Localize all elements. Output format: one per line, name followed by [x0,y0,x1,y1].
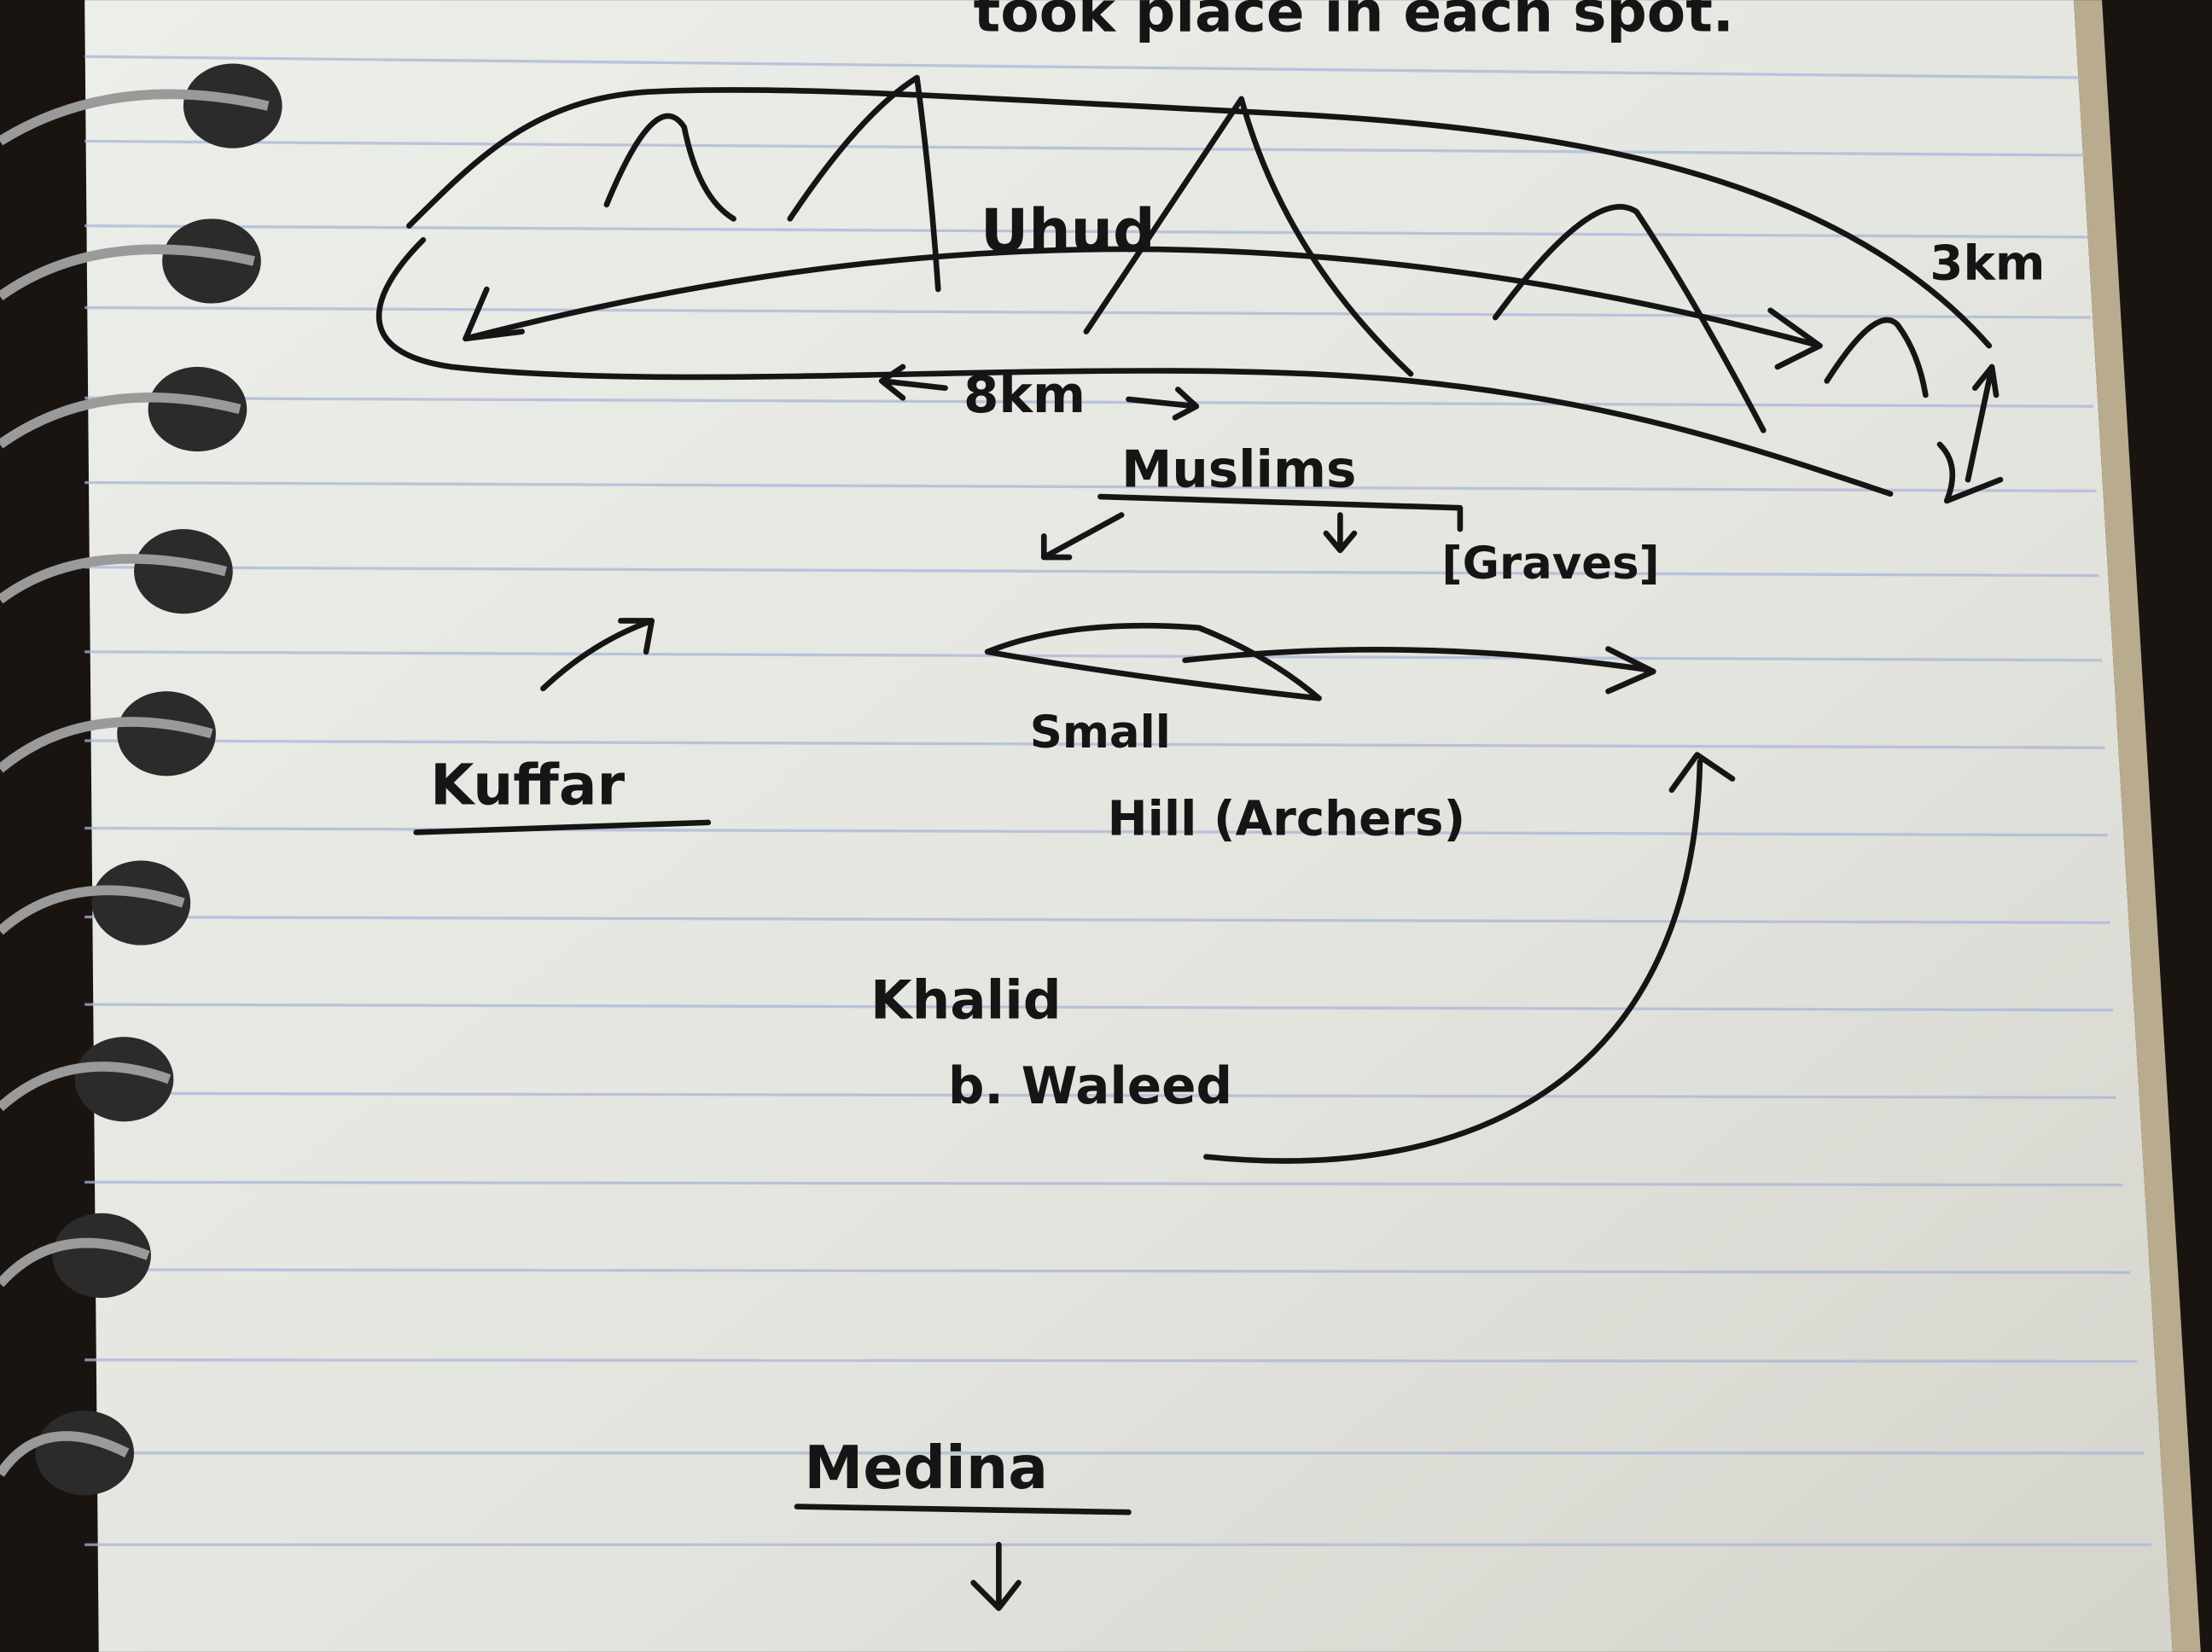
width-arrow [463,246,1823,370]
label-8km: 8km [963,366,1086,425]
label-graves: [Graves] [1441,538,1659,590]
kuffar-underline [413,819,712,835]
kuffar-arrow [540,618,655,692]
8km-arrows [878,364,1200,421]
small-hill [984,622,1656,701]
label-small: Small [1030,707,1171,759]
south-arrow [970,1541,1022,1611]
muslims-markers [1040,493,1464,561]
label-hill-archers: Hill (Archers) [1108,792,1466,847]
medina-underline [794,1504,1132,1515]
label-kuffar: Kuffar [430,752,625,817]
label-3km: 3km [1930,236,2045,291]
label-khalid: Khalid [870,969,1062,1032]
spiral-binding [0,63,282,1496]
header-text: took place in each spot. [974,0,1734,45]
uhud-mountain-range [375,74,1993,497]
ruled-lines [84,55,2151,1546]
label-uhud: Uhud [981,197,1155,265]
page-edge [2074,0,2201,1652]
notebook-page [84,0,2173,1652]
3km-arrow [1936,364,2004,504]
label-medina: Medina [804,1434,1048,1503]
khalid-flank-arrow [1203,752,1736,1164]
label-b-waleed: b. Waleed [948,1057,1232,1116]
label-muslims: Muslims [1121,440,1356,499]
